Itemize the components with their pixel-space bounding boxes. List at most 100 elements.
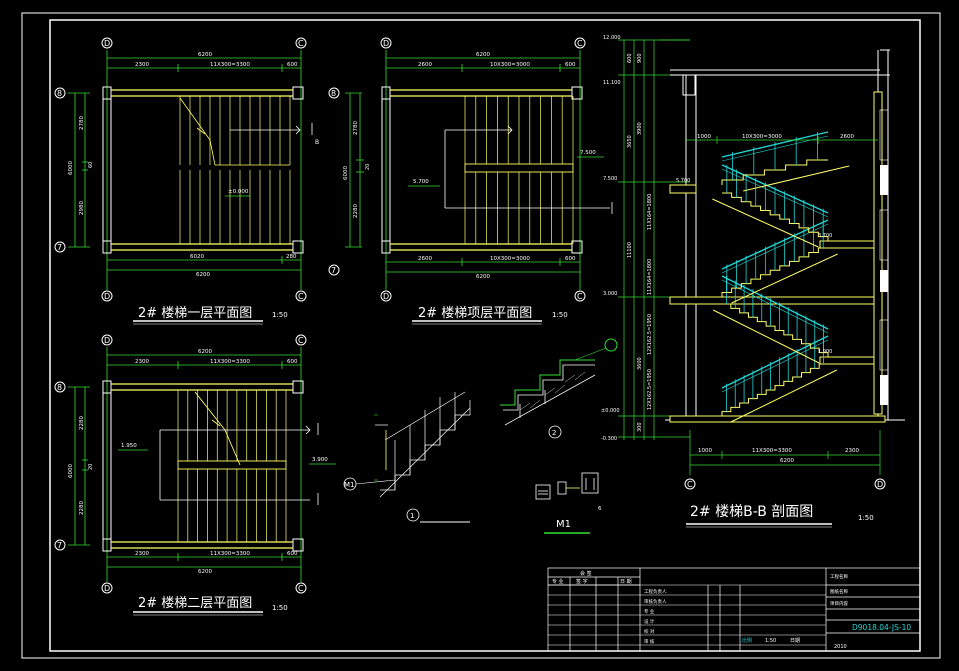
dim-11x164b: 11X164=1800 bbox=[647, 259, 653, 295]
p2-top-right: 600 bbox=[565, 62, 576, 68]
tb-row-0: 工程负责人 bbox=[644, 588, 667, 595]
inner-frame bbox=[49, 19, 921, 652]
p1-top-total: 6200 bbox=[198, 52, 212, 58]
tb-row-5: 审 核 bbox=[644, 638, 655, 645]
p3-bottom-right: 600 bbox=[287, 551, 298, 557]
p3-left-total: 6000 bbox=[68, 464, 74, 478]
sec-bot-dim1: 1000 bbox=[698, 448, 712, 454]
p2-left-total: 6000 bbox=[343, 166, 349, 180]
lvl-12000: 12.000 bbox=[603, 35, 621, 41]
p1-top-mid: 11X300=3300 bbox=[210, 62, 250, 68]
p3-bottom-total: 6200 bbox=[198, 569, 212, 575]
p1-left-lower: 2980 bbox=[79, 201, 85, 215]
m1-detail: 6 M1 bbox=[535, 472, 602, 534]
sec-bot-dim3: 2300 bbox=[845, 448, 859, 454]
p3-axis-8: 8 bbox=[57, 383, 62, 392]
detail-1: M1 1 bbox=[343, 391, 471, 523]
p2-axis-8: 8 bbox=[331, 89, 336, 98]
p2-left-upper: 2780 bbox=[353, 121, 359, 135]
plan-top-floor: D C D C 8 7 6200 2600 10X300=3000 600 26… bbox=[328, 37, 613, 325]
p2-axis-d-top: D bbox=[383, 39, 389, 48]
lvl-1900: 1.900 bbox=[818, 349, 832, 355]
p3-top-right: 600 bbox=[287, 359, 298, 365]
tb-bottom-0: 比例 bbox=[742, 637, 752, 644]
lvl-7500: 7.500 bbox=[603, 176, 617, 182]
p3-left-mid: 20 bbox=[88, 464, 94, 470]
p3-top-total: 6200 bbox=[198, 349, 212, 355]
p3-top-mid: 11X300=3300 bbox=[210, 359, 250, 365]
stair-flight bbox=[721, 247, 828, 297]
p1-left-mid: 60 bbox=[88, 162, 94, 168]
plan-first-floor: D C D C 8 7 6200 2300 11X300=3300 600 60… bbox=[54, 37, 319, 325]
drawing-line bbox=[721, 164, 829, 214]
p1-top-left: 2300 bbox=[135, 62, 149, 68]
stair-flight bbox=[722, 303, 829, 357]
tb-drawing-no: D9018.04-JS-10 bbox=[852, 623, 911, 632]
tb-row-4: 校 对 bbox=[644, 628, 655, 635]
sec-axis-c: C bbox=[687, 480, 693, 489]
lvl-5700: 5.700 bbox=[676, 178, 690, 184]
lvl-neg300: -0.300 bbox=[601, 436, 617, 442]
p3-scale: 1:50 bbox=[272, 604, 288, 612]
dim-300: 300 bbox=[637, 422, 643, 432]
p3-left-upper: 2280 bbox=[79, 416, 85, 430]
p3-level-left: 1.950 bbox=[121, 443, 137, 449]
m1-title: M1 bbox=[556, 519, 571, 530]
drawing-line bbox=[721, 131, 829, 158]
p2-top-total: 6200 bbox=[476, 52, 490, 58]
detail-2: 2 bbox=[500, 338, 618, 439]
axis-c-top: C bbox=[298, 39, 304, 48]
p2-bottom-mid: 10X300=3000 bbox=[490, 256, 530, 262]
tb-bottom-3: 2010 bbox=[834, 644, 847, 650]
axis-d-bottom: D bbox=[104, 292, 110, 301]
p2-left-lower: 2280 bbox=[353, 204, 359, 218]
dim-12x162a: 12X162.5=1950 bbox=[647, 314, 653, 355]
drawing-line bbox=[712, 309, 820, 364]
tb-head-1: 专 业 bbox=[552, 578, 564, 585]
p1-stair-treads bbox=[179, 96, 291, 244]
axis-c-bottom: C bbox=[298, 292, 304, 301]
drawing-line bbox=[721, 219, 829, 270]
p2-title: 2# 楼梯项层平面图 bbox=[418, 306, 532, 321]
p1-bottom-total: 6200 bbox=[196, 272, 210, 278]
dim-900: 900 bbox=[637, 53, 643, 63]
plan-second-floor: D C D C 8 7 6200 2300 11X300=3300 600 23… bbox=[54, 334, 336, 616]
tb-head-0: 会 签 bbox=[580, 570, 592, 577]
stair-flight bbox=[722, 192, 829, 241]
drawing-line bbox=[743, 165, 850, 192]
p2-bottom-total: 6200 bbox=[476, 274, 490, 280]
p3-axis-c-bottom: C bbox=[298, 584, 304, 593]
sec-top-dim1: 1000 bbox=[697, 134, 711, 140]
p3-level-right: 3.900 bbox=[312, 457, 328, 463]
detail1-label: 1 bbox=[410, 512, 414, 520]
p1-title: 2# 楼梯一层平面图 bbox=[138, 306, 252, 321]
outer-frame bbox=[21, 12, 941, 659]
drawing-line bbox=[721, 279, 829, 334]
section-scale: 1:50 bbox=[858, 514, 874, 522]
p1-left-upper: 2780 bbox=[79, 116, 85, 130]
p1-bottom-left: 6020 bbox=[190, 254, 204, 260]
p1-top-right: 600 bbox=[287, 62, 298, 68]
p1-bottom-right: 280 bbox=[286, 254, 297, 260]
p2-level: 5.700 bbox=[413, 179, 429, 185]
axis-d-top: D bbox=[104, 39, 110, 48]
tb-mid-1: 图纸名称 bbox=[830, 588, 848, 595]
p3-title: 2# 楼梯二层平面图 bbox=[138, 596, 252, 611]
p3-axis-7: 7 bbox=[57, 541, 62, 550]
title-block: 会 签 专 业 签 字 日 期 工程负责人 审核负责人 专 业 设 计 校 对 … bbox=[547, 567, 921, 652]
p3-top-left: 2300 bbox=[135, 359, 149, 365]
lvl-3000: 3.000 bbox=[603, 291, 617, 297]
axis-7: 7 bbox=[57, 243, 62, 252]
sec-top-dim3: 2600 bbox=[840, 134, 854, 140]
p2-axis-c-bottom: C bbox=[577, 292, 583, 301]
sec-bot-dim2: 11X300=3300 bbox=[752, 448, 792, 454]
sec-axis-d: D bbox=[877, 480, 883, 489]
dim-11100: 11100 bbox=[627, 242, 633, 258]
tb-bottom-2: 日期 bbox=[790, 638, 800, 644]
section-stair-flights bbox=[712, 131, 850, 423]
lvl-11100: 11.100 bbox=[603, 80, 621, 86]
p2-left-mid: 20 bbox=[365, 164, 371, 170]
tb-head-3: 日 期 bbox=[620, 579, 632, 585]
section-title: 2# 楼梯B-B 剖面图 bbox=[690, 504, 813, 520]
